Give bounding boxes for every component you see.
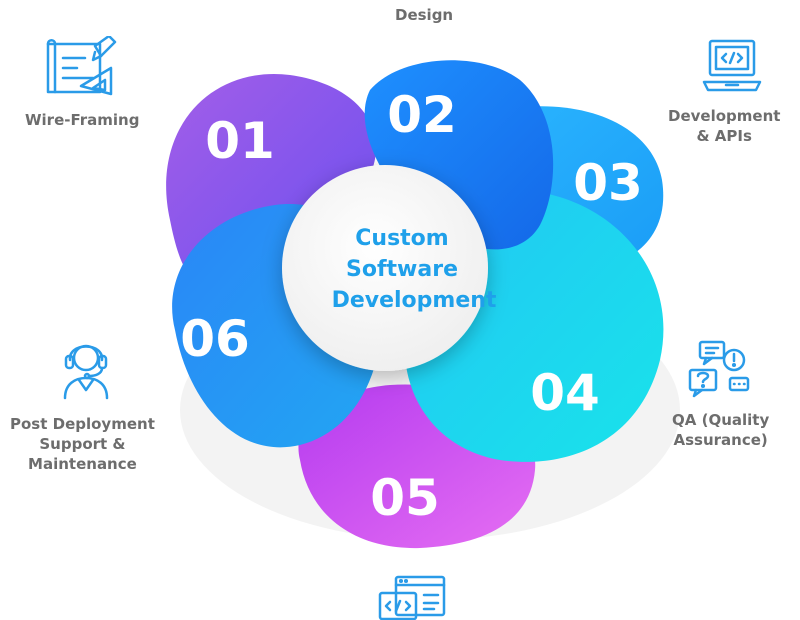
center-circle <box>282 165 488 371</box>
blueprint-pencil-icon <box>45 36 117 98</box>
petal-number-04: 04 <box>530 364 600 422</box>
laptop-code-icon <box>702 38 762 94</box>
development-apis-line-2: & APIs <box>696 127 752 145</box>
petal-number-02: 02 <box>387 86 457 144</box>
post-deployment-line-3: Maintenance <box>28 455 137 473</box>
center-line-1: Custom <box>355 226 448 251</box>
development-apis-label: Development & APIs <box>668 106 780 146</box>
petal-number-01: 01 <box>205 112 275 170</box>
qa-line-1: QA (Quality <box>672 411 770 429</box>
petal-number-05: 05 <box>370 469 440 527</box>
petal-number-06: 06 <box>180 310 250 368</box>
chat-question-icon <box>688 340 754 398</box>
browser-code-icon <box>378 575 448 620</box>
post-deployment-line-1: Post Deployment <box>10 415 155 433</box>
post-deployment-line-2: Support & <box>39 435 126 453</box>
petal-number-03: 03 <box>573 154 643 212</box>
center-line-3: Development <box>332 288 497 313</box>
qa-label: QA (Quality Assurance) <box>672 410 769 450</box>
center-line-2: Software <box>346 257 458 282</box>
post-deployment-label: Post Deployment Support & Maintenance <box>10 414 155 474</box>
wireframing-label: Wire-Framing <box>25 111 140 129</box>
headset-support-icon <box>61 336 111 400</box>
design-label: Design <box>395 6 454 24</box>
development-apis-line-1: Development <box>668 107 781 125</box>
qa-line-2: Assurance) <box>673 431 768 449</box>
